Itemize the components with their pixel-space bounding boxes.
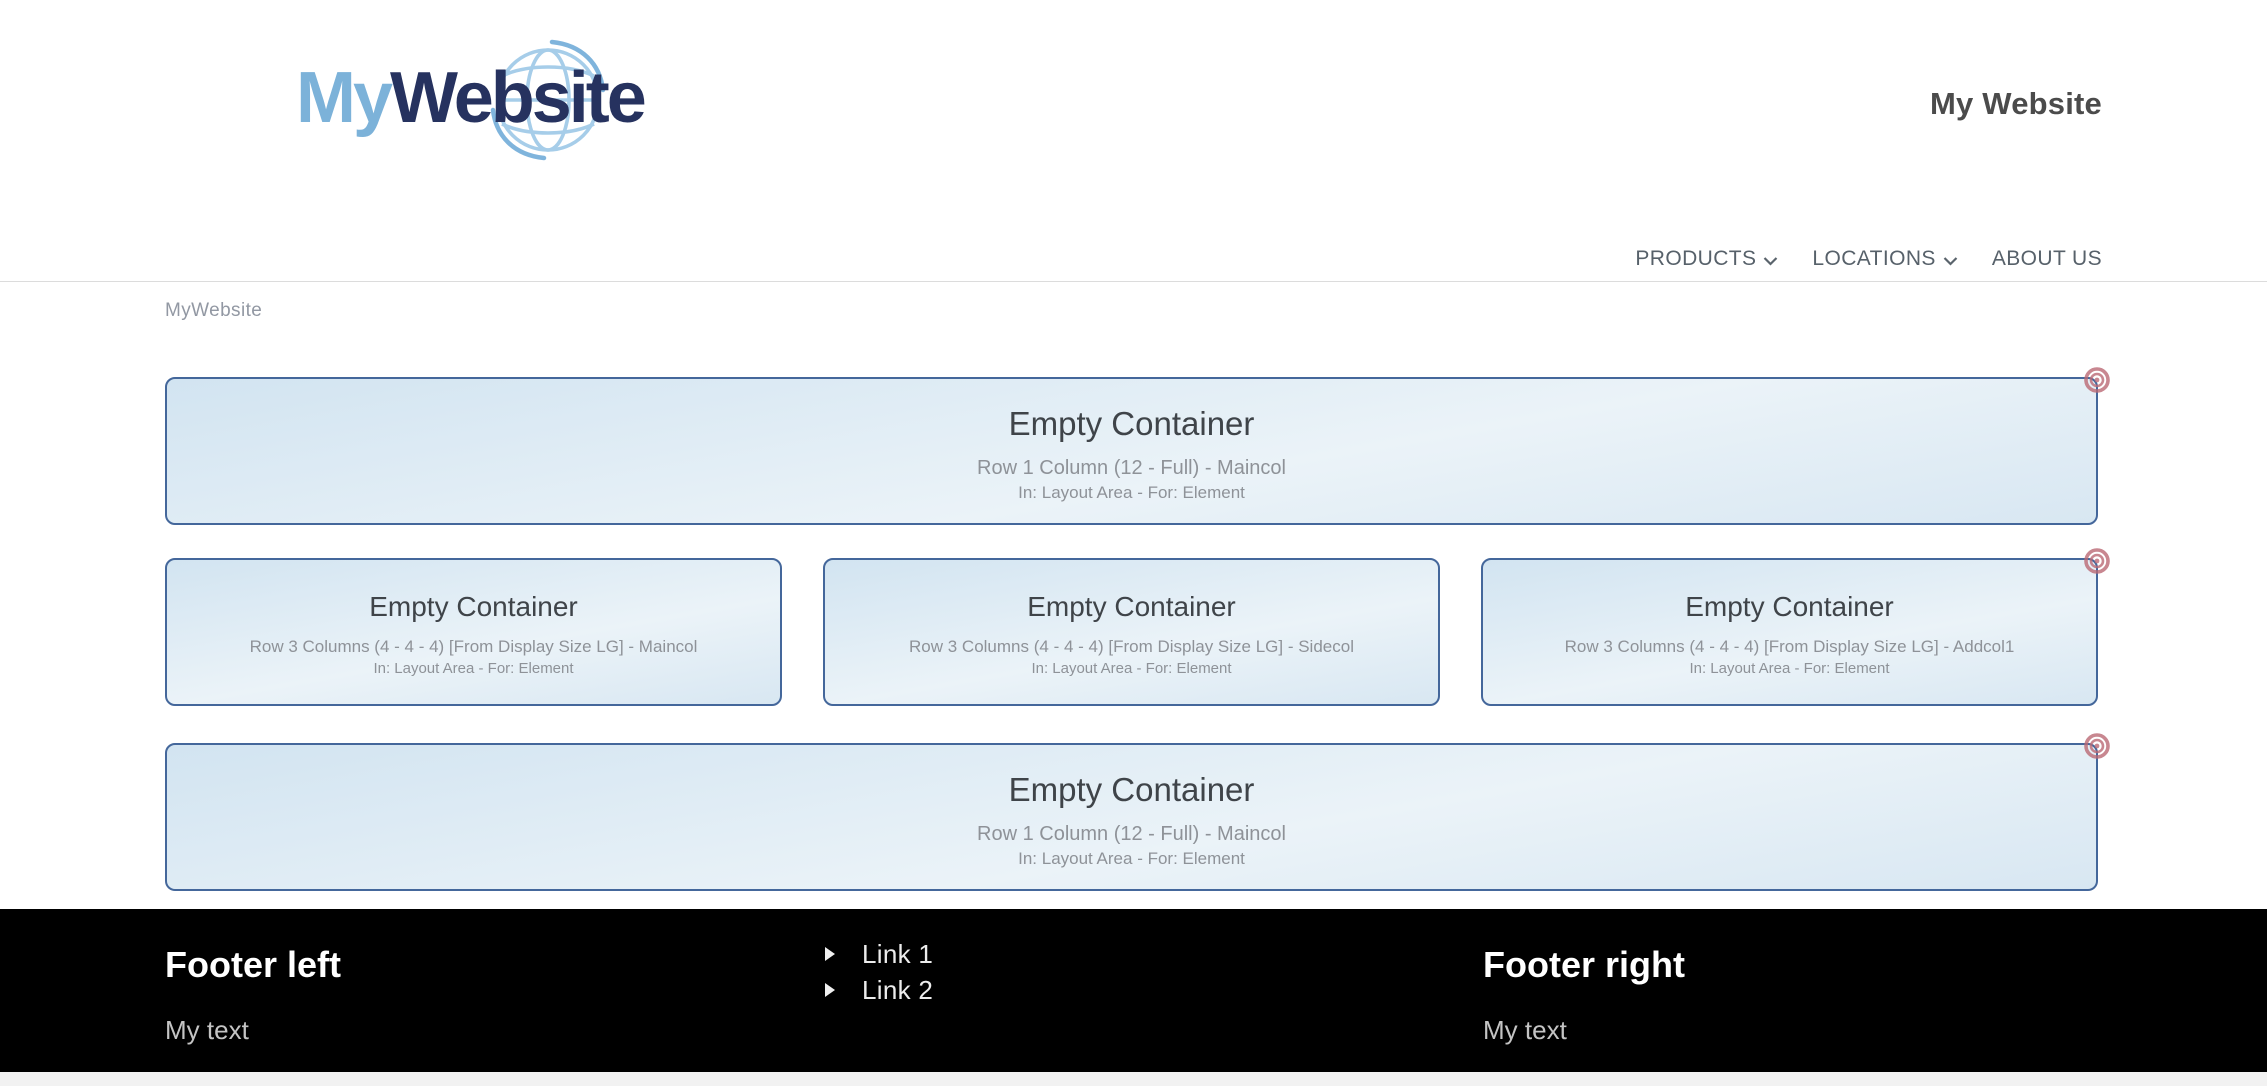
empty-container[interactable]: Empty Container Row 1 Column (12 - Full)…	[165, 743, 2098, 891]
container-context: In: Layout Area - For: Element	[1018, 849, 1245, 868]
footer-left-text: My text	[165, 1015, 249, 1045]
site-title: My Website	[1930, 86, 2102, 121]
footer-link-label: Link 1	[862, 938, 934, 969]
container-context: In: Layout Area - For: Element	[1018, 483, 1245, 502]
target-icon[interactable]	[2083, 547, 2111, 575]
main-nav: PRODUCTS LOCATIONS ABOUT US	[1635, 247, 2102, 271]
footer-right-text: My text	[1483, 1015, 1567, 1045]
container-title: Empty Container	[369, 591, 578, 622]
page-bottom-strip	[0, 1072, 2267, 1086]
nav-item-locations[interactable]: LOCATIONS	[1812, 247, 1958, 271]
target-icon[interactable]	[2083, 366, 2111, 394]
footer-left-column: Footer left My text	[165, 944, 341, 1046]
footer-links-column: Link 1 Link 2	[824, 939, 933, 1011]
logo-wordmark: MyWebsite	[296, 58, 647, 138]
chevron-down-icon	[1764, 256, 1778, 266]
site-header: MyWebsite My Website PRODUCTS LOCATIONS …	[0, 0, 2267, 282]
container-title: Empty Container	[1027, 591, 1236, 622]
empty-container[interactable]: Empty Container Row 1 Column (12 - Full)…	[165, 377, 2098, 525]
container-title: Empty Container	[1008, 405, 1255, 442]
site-logo[interactable]: MyWebsite	[296, 39, 716, 186]
layout-area: Empty Container Row 1 Column (12 - Full)…	[165, 367, 2110, 891]
empty-container[interactable]: Empty Container Row 3 Columns (4 - 4 - 4…	[823, 558, 1440, 706]
layout-row-1: Empty Container Row 1 Column (12 - Full)…	[165, 367, 2110, 525]
chevron-down-icon	[1943, 256, 1958, 266]
site-footer: Footer left My text Link 1 Link 2 Footer…	[0, 909, 2267, 1072]
logo-text-website: Website	[390, 58, 647, 138]
footer-right-heading: Footer right	[1483, 944, 1685, 985]
footer-link-label: Link 2	[862, 974, 934, 1005]
container-context: In: Layout Area - For: Element	[1689, 660, 1890, 677]
footer-left-heading: Footer left	[165, 944, 341, 985]
container-subtitle: Row 1 Column (12 - Full) - Maincol	[977, 823, 1286, 845]
nav-item-label: LOCATIONS	[1812, 247, 1936, 270]
empty-container[interactable]: Empty Container Row 3 Columns (4 - 4 - 4…	[165, 558, 782, 706]
nav-item-about-us[interactable]: ABOUT US	[1992, 247, 2102, 271]
target-icon[interactable]	[2083, 732, 2111, 760]
nav-item-products[interactable]: PRODUCTS	[1635, 247, 1778, 271]
triangle-right-icon	[825, 947, 835, 961]
triangle-right-icon	[825, 983, 835, 997]
footer-link-1[interactable]: Link 1	[824, 939, 933, 969]
footer-link-2[interactable]: Link 2	[824, 975, 933, 1005]
container-context: In: Layout Area - For: Element	[1031, 660, 1232, 677]
nav-item-label: PRODUCTS	[1635, 247, 1757, 270]
container-subtitle: Row 1 Column (12 - Full) - Maincol	[977, 457, 1286, 479]
container-subtitle: Row 3 Columns (4 - 4 - 4) [From Display …	[1564, 637, 2015, 656]
footer-right-column: Footer right My text	[1483, 944, 1685, 1046]
empty-container[interactable]: Empty Container Row 3 Columns (4 - 4 - 4…	[1481, 558, 2098, 706]
layout-row-2: Empty Container Row 3 Columns (4 - 4 - 4…	[165, 548, 2110, 706]
container-title: Empty Container	[1008, 771, 1255, 808]
breadcrumb[interactable]: MyWebsite	[165, 300, 263, 321]
container-subtitle: Row 3 Columns (4 - 4 - 4) [From Display …	[249, 637, 698, 656]
container-title: Empty Container	[1685, 591, 1894, 622]
nav-item-label: ABOUT US	[1991, 247, 2102, 270]
logo-text-my: My	[296, 58, 393, 138]
container-context: In: Layout Area - For: Element	[373, 660, 574, 677]
container-subtitle: Row 3 Columns (4 - 4 - 4) [From Display …	[909, 637, 1354, 656]
layout-row-3: Empty Container Row 1 Column (12 - Full)…	[165, 733, 2110, 891]
globe-icon	[482, 38, 614, 175]
